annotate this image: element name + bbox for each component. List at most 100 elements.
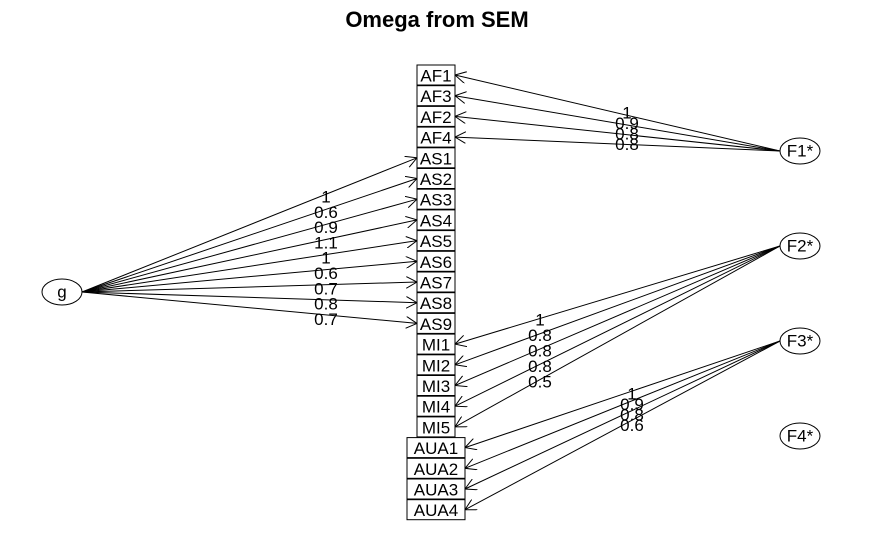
observed-node-mi3: MI3 [416, 375, 456, 396]
observed-label-mi2: MI2 [422, 356, 450, 375]
observed-node-as2: AS2 [416, 168, 456, 189]
g-loading-edge-as3 [81, 199, 417, 293]
observed-box-mi3 [416, 375, 456, 396]
observed-label-af3: AF3 [420, 87, 451, 106]
group-factor-label-f3: F3* [787, 332, 814, 351]
observed-label-mi3: MI3 [422, 377, 450, 396]
group-loading-label-f1-af1: 1 [622, 104, 631, 123]
observed-node-af2: AF2 [416, 105, 456, 127]
group-factor-label-f1: F1* [787, 142, 814, 161]
g-loading-edge-as1 [81, 158, 417, 293]
observed-label-as5: AS5 [420, 232, 452, 251]
observed-label-as1: AS1 [420, 149, 452, 168]
observed-node-aua1: AUA1 [406, 437, 466, 459]
observed-label-as7: AS7 [420, 274, 452, 293]
group-factor-node-f3: F3* [779, 327, 821, 355]
observed-node-as6: AS6 [416, 250, 456, 272]
group-factor-node-f4: F4* [779, 422, 821, 450]
g-loading-label-as8: 0.8 [314, 295, 338, 314]
observed-node-as1: AS1 [416, 147, 456, 169]
observed-box-af3 [416, 85, 456, 107]
group-factor-label-f4: F4* [787, 427, 814, 446]
observed-label-mi4: MI4 [422, 398, 450, 417]
observed-label-aua2: AUA2 [414, 460, 458, 479]
observed-label-as8: AS8 [420, 294, 452, 313]
group-factor-ellipse-f4 [779, 422, 821, 450]
nodes-layer: AF1AF3AF2AF4AS1AS2AS3AS4AS5AS6AS7AS8AS9M… [41, 64, 821, 521]
group-loading-edge-f2-mi2 [455, 245, 781, 365]
observed-box-aua2 [406, 457, 466, 479]
observed-node-as4: AS4 [416, 209, 456, 231]
observed-box-as7 [416, 271, 456, 293]
group-loading-label-f2-mi4: 0.8 [528, 357, 552, 376]
group-loading-label-f3-aua1: 1 [627, 385, 636, 404]
general-factor-node: g [41, 278, 83, 306]
g-loading-label-as3: 0.9 [314, 218, 338, 237]
observed-node-af3: AF3 [416, 85, 456, 107]
group-loading-edge-f3-aua2 [465, 340, 781, 468]
group-factor-label-f2: F2* [787, 237, 814, 256]
observed-label-af1: AF1 [420, 67, 451, 86]
observed-box-aua3 [406, 478, 466, 500]
observed-node-mi4: MI4 [416, 395, 456, 417]
observed-label-aua3: AUA3 [414, 481, 458, 500]
observed-box-mi4 [416, 395, 456, 417]
observed-label-as6: AS6 [420, 253, 452, 272]
group-loading-edge-f1-af4 [455, 137, 781, 152]
observed-label-aua1: AUA1 [414, 439, 458, 458]
observed-node-as5: AS5 [416, 230, 456, 252]
observed-box-af1 [416, 64, 456, 86]
group-loading-label-f1-af2: 0.8 [615, 125, 639, 144]
observed-label-as2: AS2 [420, 170, 452, 189]
observed-box-aua1 [406, 437, 466, 459]
diagram-title: Omega from SEM [345, 7, 528, 32]
group-loading-label-f3-aua4: 0.6 [620, 416, 644, 435]
observed-box-as5 [416, 230, 456, 252]
group-loading-label-f1-af4: 0.8 [615, 135, 639, 154]
edges-layer [81, 75, 781, 510]
g-loading-edge-as6 [81, 261, 417, 293]
group-factor-node-f2: F2* [779, 232, 821, 260]
observed-node-as8: AS8 [416, 292, 456, 314]
observed-label-mi5: MI5 [422, 418, 450, 437]
group-loading-edge-f2-mi3 [455, 245, 781, 386]
observed-box-as9 [416, 312, 456, 334]
g-loading-label-as1: 1 [321, 188, 330, 207]
group-factor-node-f1: F1* [779, 137, 821, 165]
observed-label-af2: AF2 [420, 108, 451, 127]
group-loading-edge-f2-mi4 [455, 245, 781, 406]
observed-label-as3: AS3 [420, 191, 452, 210]
group-factor-ellipse-f1 [779, 137, 821, 165]
g-loading-edge-as4 [81, 220, 417, 293]
observed-box-af4 [416, 126, 456, 148]
group-loading-label-f2-mi2: 0.8 [528, 326, 552, 345]
observed-label-as4: AS4 [420, 211, 452, 230]
group-loading-label-f2-mi3: 0.8 [528, 342, 552, 361]
general-factor-label: g [57, 283, 66, 302]
observed-box-mi2 [416, 354, 456, 376]
observed-node-as9: AS9 [416, 312, 456, 334]
group-loading-edge-f1-af1 [455, 75, 781, 152]
edge-labels-layer: 10.60.91.110.60.70.80.710.90.80.810.80.8… [314, 104, 644, 436]
g-loading-edge-as2 [81, 179, 417, 293]
g-loading-label-as2: 0.6 [314, 203, 338, 222]
group-factor-ellipse-f2 [779, 232, 821, 260]
g-loading-edge-as5 [81, 241, 417, 293]
observed-node-aua3: AUA3 [406, 478, 466, 500]
g-loading-label-as4: 1.1 [314, 233, 338, 252]
observed-label-aua4: AUA4 [414, 501, 458, 520]
observed-box-mi5 [416, 416, 456, 438]
group-loading-label-f3-aua3: 0.8 [620, 406, 644, 425]
observed-box-as4 [416, 209, 456, 231]
group-loading-edge-f1-af3 [455, 96, 781, 152]
observed-node-mi2: MI2 [416, 354, 456, 376]
observed-node-as3: AS3 [416, 188, 456, 210]
observed-box-af2 [416, 105, 456, 127]
observed-box-as2 [416, 168, 456, 189]
group-loading-edge-f3-aua3 [465, 340, 781, 489]
group-loading-label-f3-aua2: 0.9 [620, 395, 644, 414]
group-loading-edge-f2-mi1 [455, 245, 781, 344]
g-loading-edge-as7 [81, 282, 417, 293]
group-loading-label-f2-mi5: 0.5 [528, 373, 552, 392]
observed-box-as3 [416, 188, 456, 210]
